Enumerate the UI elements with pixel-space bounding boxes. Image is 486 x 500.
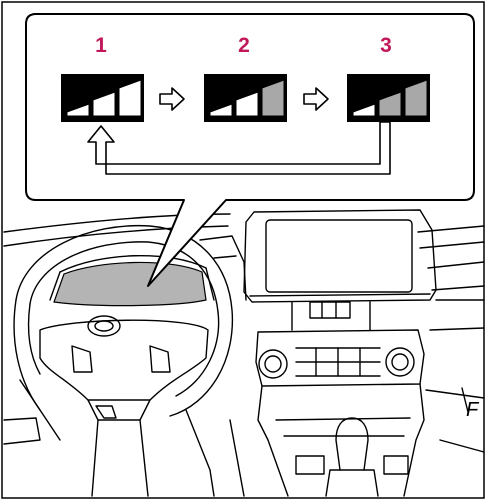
instrument-cluster-display (53, 261, 207, 307)
level-indicator-1 (61, 74, 144, 122)
return-arrow-icon (87, 121, 391, 175)
level-bar (378, 91, 402, 117)
step-number-2: 2 (238, 34, 250, 57)
steering-emblem (87, 315, 121, 337)
level-bar (404, 79, 428, 117)
level-bar (261, 79, 285, 117)
step-number-1: 1 (95, 34, 107, 57)
infotainment-screen-outer (243, 209, 437, 303)
step-number-3: 3 (380, 34, 392, 57)
level-bar (209, 103, 233, 117)
level-bar (92, 91, 116, 117)
level-bar (66, 103, 90, 117)
steering-wheel (15, 224, 234, 417)
climate-knob-right (385, 347, 415, 377)
level-bar (118, 79, 142, 117)
arrow-right-icon (303, 87, 329, 111)
level-indicator-2 (204, 74, 287, 122)
dial-text: F (466, 399, 480, 421)
gear-shifter (335, 417, 369, 471)
level-bar (235, 91, 259, 117)
level-bar (352, 103, 376, 117)
level-indicator-3 (347, 74, 430, 122)
infotainment-screen (265, 219, 413, 293)
climate-knob-left (258, 349, 288, 379)
arrow-right-icon (159, 87, 185, 111)
